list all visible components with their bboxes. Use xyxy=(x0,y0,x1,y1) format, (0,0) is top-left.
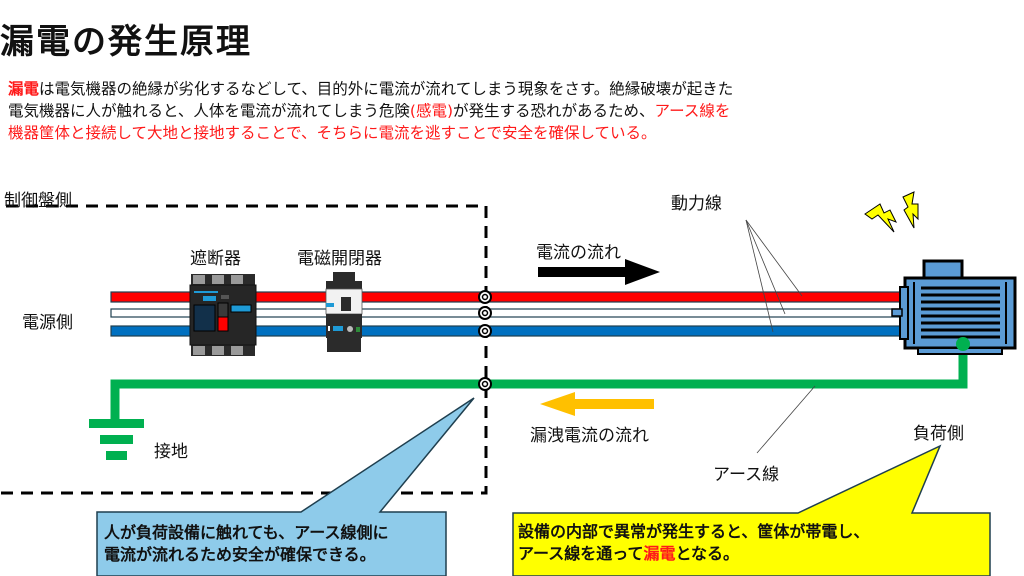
safety-callout xyxy=(96,397,475,576)
label-power-side: 電源側 xyxy=(22,313,73,333)
leader-lines xyxy=(745,219,816,454)
leakage-callout-text-a: アース線を通って xyxy=(518,544,644,563)
safety-callout-text: 人が負荷設備に触れても、アース線側に 電流が流れるため安全が確保できる。 xyxy=(104,522,388,566)
safety-callout-line-1: 人が負荷設備に触れても、アース線側に xyxy=(104,523,389,542)
motor-icon xyxy=(891,259,1017,355)
intro-text: 電気機器に人が触れると、人体を電流が流れてしまう危険 xyxy=(8,102,410,120)
intro-text: が発生する恐れがあるため、 xyxy=(453,102,655,120)
leakage-callout-keyword: 漏電 xyxy=(643,544,676,563)
leakage-callout-text: 設備の内部で異常が発生すると、筐体が帯電し、 アース線を通って漏電となる。 xyxy=(518,521,869,565)
label-ground: 接地 xyxy=(154,442,188,462)
label-earth-wire: アース線 xyxy=(713,465,780,485)
label-breaker: 遮断器 xyxy=(190,249,241,269)
contactor-icon xyxy=(325,272,363,352)
leakage-callout-text-b: となる。 xyxy=(675,544,739,563)
leakage-callout xyxy=(512,444,991,576)
label-load-side: 負荷側 xyxy=(913,424,964,444)
safety-callout-line-2: 電流が流れるため安全が確保できる。 xyxy=(104,545,376,564)
page-title: 漏電の発生原理 xyxy=(0,22,252,62)
current-flow-arrow xyxy=(538,259,660,285)
earth-wire xyxy=(110,345,968,419)
intro-keyword-earth: アース線を xyxy=(654,102,731,120)
intro-line-1: 漏電は電気機器の絶縁が劣化するなどして、目的外に電流が流れてしまう現象をさす。絶… xyxy=(8,78,1018,100)
ground-icon xyxy=(89,419,144,460)
label-current-flow: 電流の流れ xyxy=(536,243,621,263)
earth-terminal xyxy=(478,377,492,391)
intro-line-2: 電気機器に人が触れると、人体を電流が流れてしまう危険(感電)が発生する恐れがある… xyxy=(8,100,1018,122)
leakage-callout-line-1: 設備の内部で異常が発生すると、筐体が帯電し、 xyxy=(518,522,870,541)
breaker-icon xyxy=(189,274,257,356)
intro-paragraph: 漏電は電気機器の絶縁が劣化するなどして、目的外に電流が流れてしまう現象をさす。絶… xyxy=(8,78,1018,144)
intro-keyword-shock: (感電) xyxy=(409,102,454,120)
control-panel-boundary xyxy=(0,204,488,495)
terminal-junctions xyxy=(478,290,492,338)
label-power-lines: 動力線 xyxy=(671,194,722,214)
label-contactor: 電磁開閉器 xyxy=(297,249,382,269)
leakage-callout-line-2: アース線を通って漏電となる。 xyxy=(518,543,869,565)
intro-text: は電気機器の絶縁が劣化するなどして、目的外に電流が流れてしまう現象をさす。絶縁破… xyxy=(39,80,734,98)
leakage-flow-arrow xyxy=(540,392,654,416)
label-control-panel-side: 制御盤側 xyxy=(4,191,72,211)
intro-line-3: 機器筐体と接続して大地と接地することで、そちらに電流を逃すことで安全を確保してい… xyxy=(8,124,657,142)
intro-keyword-leakage: 漏電 xyxy=(8,80,40,98)
lightning-icon xyxy=(864,191,919,233)
label-leakage-flow: 漏洩電流の流れ xyxy=(530,426,649,446)
